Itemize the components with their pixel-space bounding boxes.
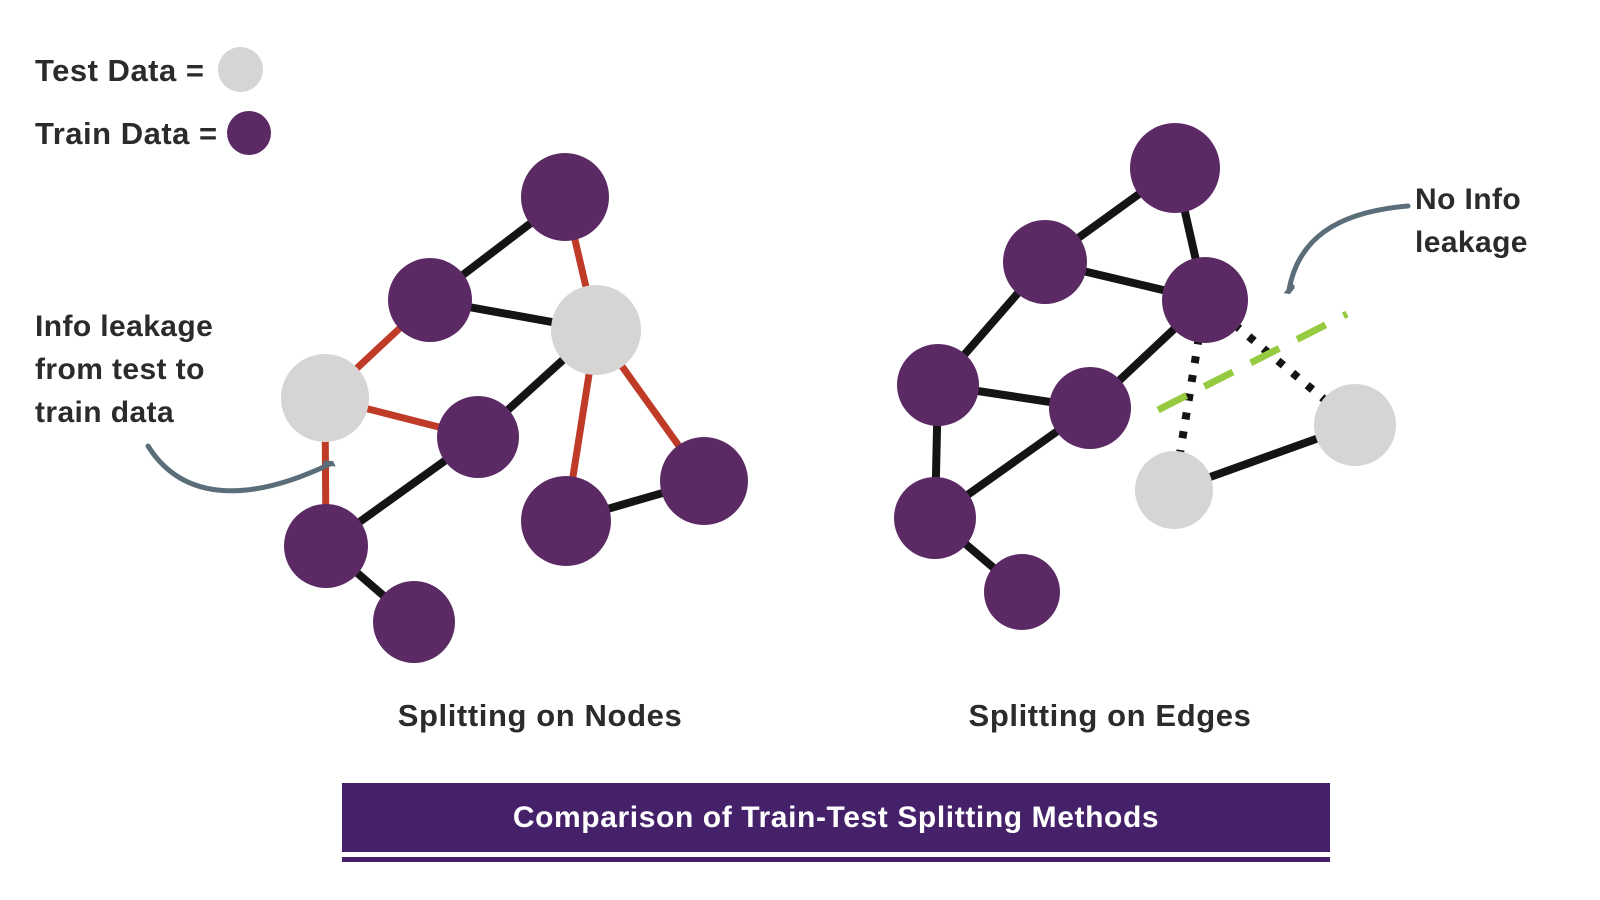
caption-splitting-on-edges: Splitting on Edges (968, 698, 1252, 733)
graph-node-train (1130, 123, 1220, 213)
graph-node-train (521, 153, 609, 241)
info-leakage-arrow (145, 443, 330, 494)
legend-train-swatch (227, 111, 271, 155)
graph-node-train (388, 258, 472, 342)
legend-train-label: Train Data = (35, 116, 218, 151)
legend-test-label: Test Data = (35, 53, 205, 88)
legend-test-swatch (218, 47, 263, 92)
info-leakage-annotation: Info leakage from test to train data (35, 310, 214, 429)
graph-node-train (521, 476, 611, 566)
graph-node-test (1314, 384, 1396, 466)
graph-node-train (1162, 257, 1248, 343)
graph-node-train (984, 554, 1060, 630)
graph-node-train (1003, 220, 1087, 304)
no-leakage-annotation: No Info leakage (1415, 183, 1528, 259)
graph-edge-cut (1202, 296, 1358, 429)
graph-node-train (894, 477, 976, 559)
graph-splitting-on-edges (894, 123, 1396, 630)
graph-node-train (373, 581, 455, 663)
graph-node-test (551, 285, 641, 375)
graph-node-train (897, 344, 979, 426)
graph-splitting-on-nodes (281, 153, 748, 663)
caption-splitting-on-nodes: Splitting on Nodes (397, 698, 683, 733)
graph-node-test (1135, 451, 1213, 529)
split-line (1156, 310, 1349, 414)
title-banner: Comparison of Train-Test Splitting Metho… (342, 783, 1330, 852)
title-banner-text: Comparison of Train-Test Splitting Metho… (512, 800, 1160, 834)
graph-node-train (1049, 367, 1131, 449)
graph-node-train (284, 504, 368, 588)
graph-node-test (281, 354, 369, 442)
title-banner-strip (342, 857, 1330, 862)
graph-node-train (437, 396, 519, 478)
graph-edge-cut (1170, 299, 1209, 491)
graph-node-train (660, 437, 748, 525)
no-leakage-arrow (1289, 203, 1411, 290)
